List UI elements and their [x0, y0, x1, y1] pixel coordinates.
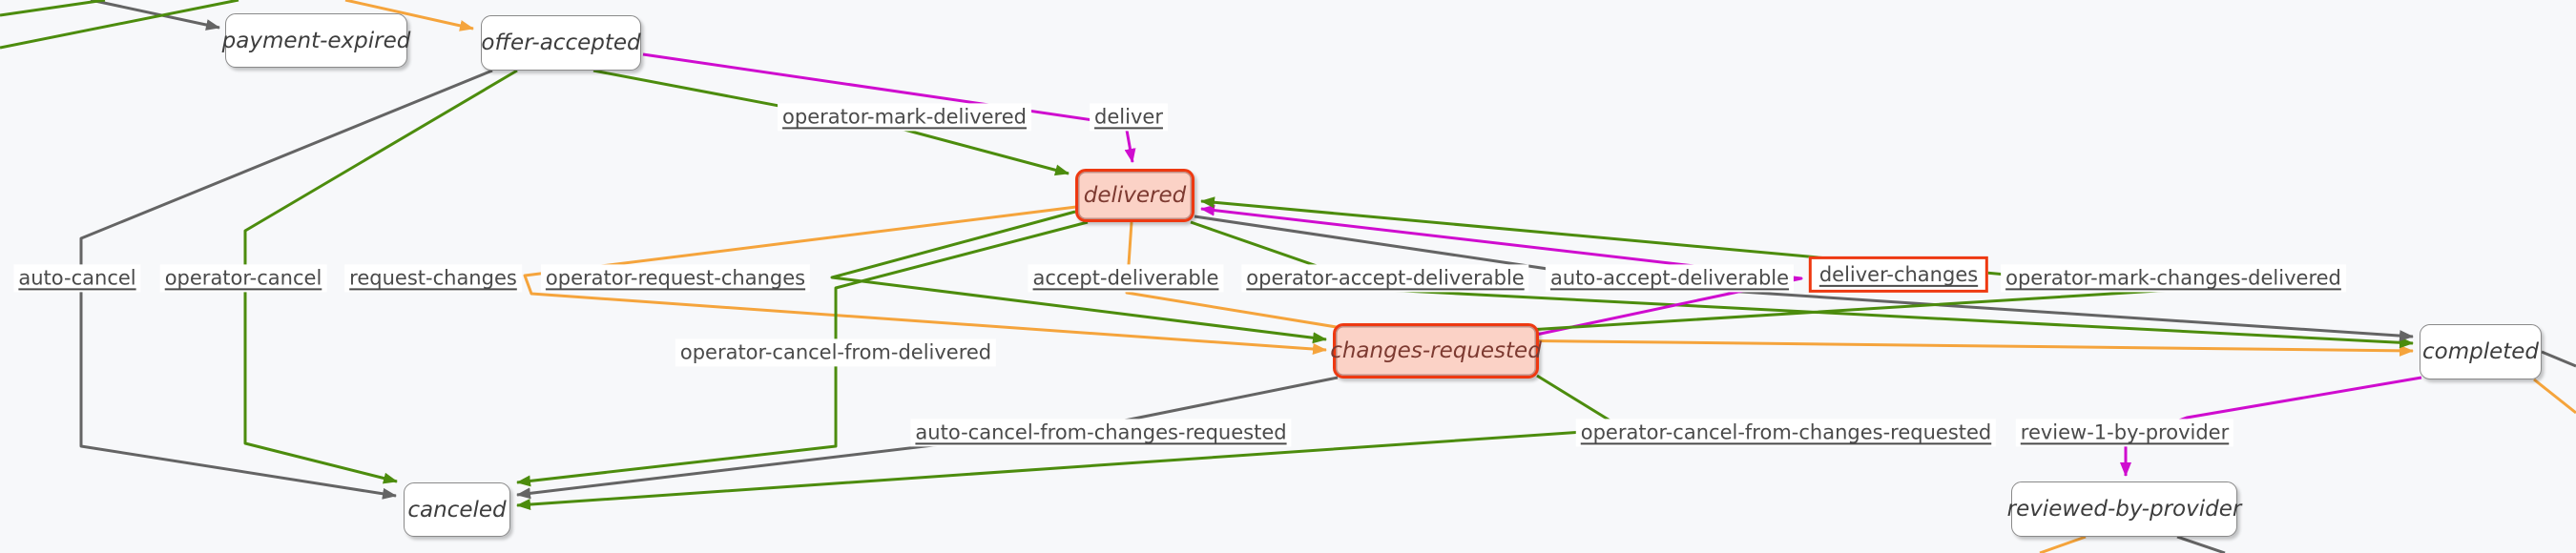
edge-label-deliver-changes[interactable]: deliver-changes	[1808, 256, 1989, 294]
edge-incoming-to-offer-accepted	[344, 0, 474, 31]
edge-truncated-green-1	[0, 0, 239, 50]
edge-completed-out-right	[2541, 350, 2576, 368]
edge-operator-cancel-from-delivered	[516, 220, 1089, 487]
edge-label-auto-accept-deliverable[interactable]: auto-accept-deliverable	[1545, 264, 1795, 293]
edge-operator-cancel	[243, 69, 518, 484]
edge-label-request-changes[interactable]: request-changes	[344, 264, 522, 293]
edge-accept-deliverable	[1125, 221, 2414, 357]
edge-label-operator-cancel[interactable]: operator-cancel	[159, 264, 327, 293]
edge-label-auto-cancel-from-changes-requested[interactable]: auto-cancel-from-changes-requested	[910, 419, 1292, 447]
edge-label-operator-mark-changes-delivered[interactable]: operator-mark-changes-delivered	[2001, 264, 2346, 293]
edge-completed-out-bottom	[2533, 378, 2576, 415]
edge-truncated-green-2	[0, 0, 106, 17]
edge-request-changes	[523, 205, 1327, 355]
node-payment-expired[interactable]: payment-expired	[222, 13, 410, 68]
edge-label-deliver[interactable]: deliver	[1090, 103, 1168, 132]
edge-label-accept-deliverable[interactable]: accept-deliverable	[1028, 264, 1224, 293]
edge-label-operator-cancel-from-changes-requested[interactable]: operator-cancel-from-changes-requested	[1575, 419, 1997, 447]
edge-auto-cancel	[79, 69, 493, 500]
edge-label-review-1-by-provider[interactable]: review-1-by-provider	[2015, 419, 2234, 447]
edge-label-operator-request-changes[interactable]: operator-request-changes	[540, 264, 811, 293]
edge-label-operator-cancel-from-delivered: operator-cancel-from-delivered	[675, 338, 997, 367]
node-canceled[interactable]: canceled	[404, 482, 510, 537]
edge-label-operator-mark-delivered[interactable]: operator-mark-delivered	[778, 103, 1031, 132]
edge-incoming-to-payment-expired	[90, 0, 220, 31]
edge-reviewed-out-right	[2176, 535, 2226, 553]
edge-label-operator-accept-deliverable[interactable]: operator-accept-deliverable	[1241, 264, 1529, 293]
edge-deliver-changes	[1200, 204, 1803, 337]
node-delivered[interactable]: delivered	[1075, 169, 1195, 222]
node-offer-accepted[interactable]: offer-accepted	[481, 15, 641, 71]
node-reviewed-by-provider[interactable]: reviewed-by-provider	[2007, 481, 2241, 537]
node-completed[interactable]: completed	[2420, 324, 2542, 379]
edge-reviewed-out-left	[2039, 535, 2087, 553]
edge-label-auto-cancel[interactable]: auto-cancel	[13, 264, 141, 293]
edge-operator-request-changes	[830, 210, 1327, 344]
node-changes-requested[interactable]: changes-requested	[1330, 323, 1542, 379]
